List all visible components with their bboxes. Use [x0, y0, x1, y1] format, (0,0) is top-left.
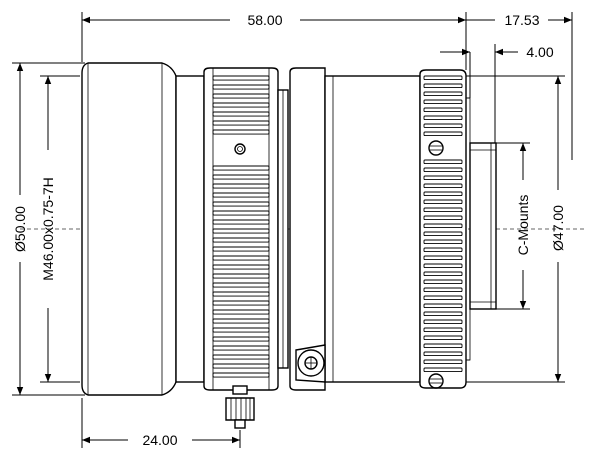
dim-outer-diameter-label: Ø50.00: [12, 206, 28, 252]
focus-lock-hole: [234, 143, 246, 155]
rear-screw-bottom: [428, 373, 444, 389]
dim-c-mount-label: C-Mounts: [515, 195, 531, 256]
main-tube: [324, 75, 421, 383]
dim-outer-diameter: Ø50.00: [12, 62, 85, 396]
lens-body: [81, 62, 497, 429]
dim-back-length-label: 17.53: [504, 12, 539, 28]
dim-screw-position: 24.00: [81, 398, 241, 448]
focus-lock-knob: [225, 385, 255, 429]
rear-screw-top: [428, 140, 444, 156]
dim-mount-diameter: Ø47.00: [466, 75, 566, 383]
dim-overall-length: 58.00: [81, 12, 467, 70]
dim-overall-length-label: 58.00: [247, 12, 282, 28]
focus-ring-grip: [212, 75, 270, 378]
iris-lock-screw: [295, 344, 326, 383]
dim-c-mount: C-Mounts: [496, 142, 531, 310]
rear-mount-ring: [419, 69, 467, 389]
dim-flange-offset-label: 4.00: [526, 44, 553, 60]
dim-filter-thread: M46.00x0.75-7H: [40, 75, 80, 383]
c-mount-thread: [469, 142, 497, 310]
rear-ring-grip: [423, 75, 463, 373]
iris-ring: [289, 67, 326, 391]
dim-flange-offset: 4.00: [440, 44, 554, 143]
dim-mount-diameter-label: Ø47.00: [550, 205, 566, 251]
dim-screw-position-label: 24.00: [142, 432, 177, 448]
dim-filter-thread-label: M46.00x0.75-7H: [40, 177, 56, 281]
dim-back-length: 17.53: [466, 12, 573, 160]
barrel-step: [175, 75, 205, 383]
